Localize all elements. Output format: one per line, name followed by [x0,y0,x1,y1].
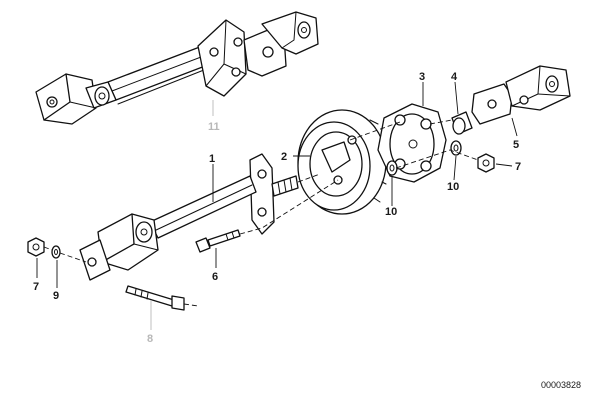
label-part-5: 5 [513,139,519,151]
label-part-2: 2 [281,151,287,163]
label-part-9: 9 [53,290,59,302]
vibration-damper-part-2 [297,109,389,215]
hex-nut-part-7-right [477,153,495,173]
universal-joint-part-5 [471,65,571,125]
bushing-part-4 [451,111,473,135]
label-part-7-right: 7 [515,161,521,173]
label-part-1: 1 [209,153,215,165]
steering-shaft-assembly-part-11 [35,11,319,125]
label-part-6: 6 [212,271,218,283]
bolt-part-8 [125,285,185,311]
label-part-10-right: 10 [447,181,459,193]
label-part-8: 8 [147,333,153,345]
label-part-10-left: 10 [385,206,397,218]
label-part-3: 3 [419,71,425,83]
catalog-number: 00003828 [541,380,581,390]
label-part-4: 4 [451,71,458,83]
washer-part-9 [51,245,61,259]
steering-shaft-part-1 [79,153,299,281]
assembly-guide-lines [43,119,479,307]
label-part-7-left: 7 [33,281,39,293]
leader-lines [36,81,518,330]
hex-nut-part-7-left [27,237,45,257]
washer-part-10-left [386,160,398,176]
bolt-part-6 [195,229,241,253]
label-part-11: 11 [208,121,220,133]
washer-part-10-right [450,140,462,156]
